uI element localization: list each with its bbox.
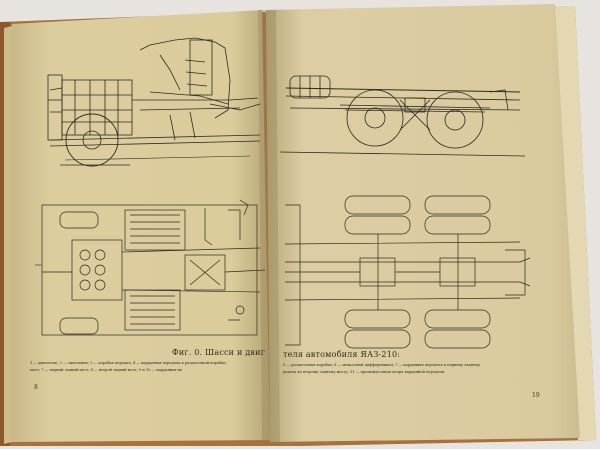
rear-axles-side-view-drawing (279, 75, 526, 157)
chassis-side-view-drawing (47, 37, 261, 167)
right-page-number: 19 (532, 392, 540, 399)
chassis-top-view-drawing (41, 199, 266, 336)
left-caption-line-1: 1 — двигатель; 2 — сцепление; 3 — коробк… (30, 361, 227, 365)
left-caption-line-2: мост; 7 — первый задний мост; 8 — второй… (30, 368, 183, 372)
right-caption-title: теля автомобиля ЯАЗ-210: (283, 350, 401, 359)
rear-axles-top-view-drawing (284, 195, 531, 349)
right-page (266, 4, 580, 442)
right-caption-line-1: 5 — раздаточная коробка; 6 — межосевой д… (283, 363, 480, 367)
right-caption-line-2: редача ко второму заднему мосту; 11 — пр… (283, 370, 446, 374)
left-caption-title: Фиг. 0. Шасси и двиг (172, 348, 265, 357)
left-page-number: 8 (34, 384, 38, 391)
